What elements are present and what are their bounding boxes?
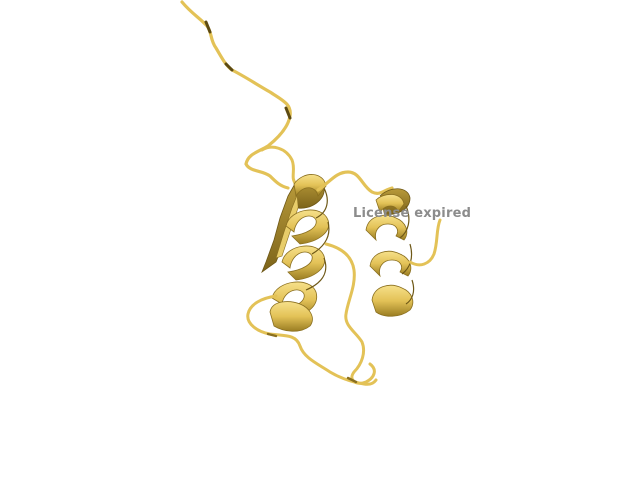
coil-loop-upper — [260, 145, 298, 186]
coil-n-terminus — [180, 0, 292, 190]
coil-loop-lower-right — [324, 242, 376, 385]
alpha-helix-1 — [269, 174, 330, 332]
coil-c-terminus — [408, 218, 442, 267]
coil-n-terminus-shade — [204, 20, 292, 120]
coil-loop-lower-shade — [266, 332, 358, 384]
alpha-helix-2 — [365, 188, 415, 317]
license-watermark: License expired — [353, 206, 472, 221]
coil-inter-helix — [316, 170, 394, 195]
coil-loop-lower-left — [246, 294, 378, 386]
